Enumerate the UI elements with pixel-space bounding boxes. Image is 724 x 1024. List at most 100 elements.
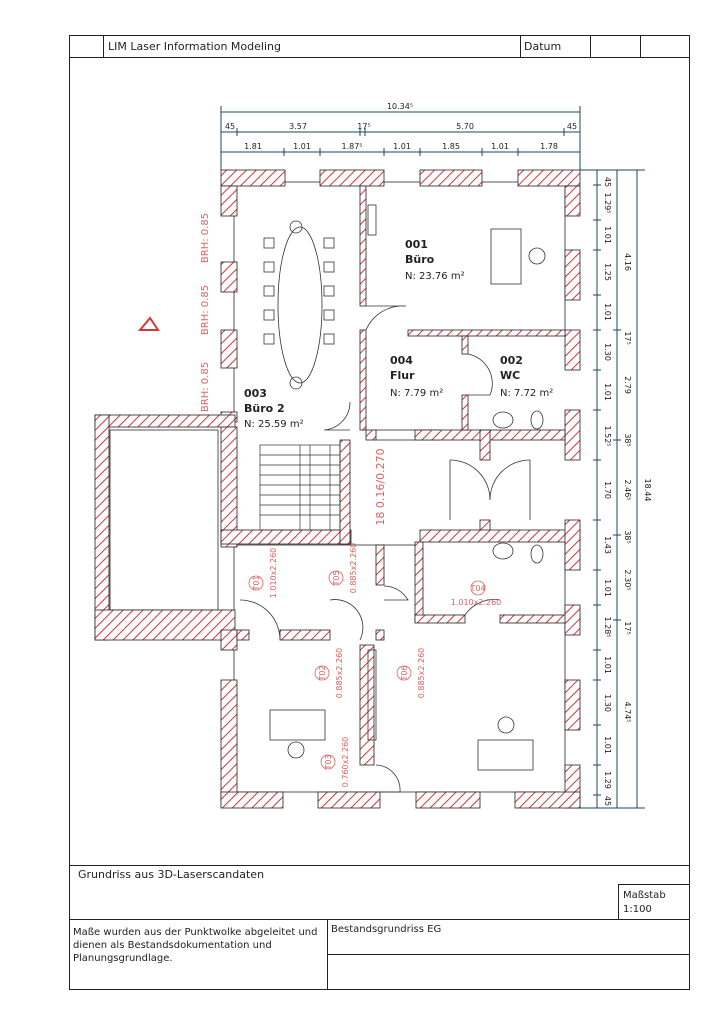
dim-right-mid: 4.16: [623, 253, 632, 271]
dim-right-inner: 1.01: [603, 736, 612, 754]
svg-text:T03: T03: [324, 754, 333, 770]
room-number: 004: [390, 354, 413, 367]
dim-top-3: 1.78: [540, 142, 558, 151]
dim-right-inner: 1.43: [603, 536, 612, 554]
drawing-title: Bestandsgrundriss EG: [331, 924, 442, 935]
header-col-line: [590, 35, 591, 57]
dim-right-inner: 45: [603, 796, 612, 806]
dim-top-2: 3.57: [289, 122, 307, 131]
door-tag: T02 0.885x2.260: [314, 648, 344, 699]
dim-right-inner: 1.25: [603, 263, 612, 281]
dim-right-inner: 1.30: [603, 343, 612, 361]
drawing-sheet: [69, 35, 690, 990]
room-number: 003: [244, 387, 267, 400]
svg-text:T01: T01: [252, 575, 261, 591]
dim-right-inner: 1.01: [603, 226, 612, 244]
dim-right-mid: 38⁵: [623, 433, 632, 446]
svg-text:0.760x2.260: 0.760x2.260: [341, 737, 350, 788]
header-col-line: [640, 35, 641, 57]
dim-right-inner: 1.28⁵: [603, 616, 612, 637]
dim-right-inner: 45: [603, 177, 612, 187]
dim-right-inner: 1.01: [603, 656, 612, 674]
door-tag: T05 0.885x2.260: [328, 543, 358, 594]
dim-right-mid: 2.46⁵: [623, 479, 632, 500]
stairs-label: 18 0.16/0.270: [374, 448, 387, 525]
date-label: Datum: [524, 40, 562, 53]
room-name: Büro 2: [244, 402, 285, 415]
company-name: LIM Laser Information Modeling: [108, 40, 281, 53]
dim-right-inner: 1.52⁵: [603, 425, 612, 446]
door-tag: T01 1.010x2.260: [248, 548, 278, 599]
header-col-line: [103, 35, 104, 57]
footer-divider: [69, 865, 690, 866]
door-tag: T03 0.760x2.260: [320, 737, 350, 788]
dim-top-2: 17⁵: [357, 122, 370, 131]
dim-top-3: 1.01: [293, 142, 311, 151]
svg-text:T05: T05: [332, 570, 341, 586]
dim-right-mid: 38⁵: [623, 530, 632, 543]
sill-height-label: BRH: 0.85: [200, 362, 211, 412]
scale-label: Maßstab: [623, 890, 666, 901]
north-arrow-icon: [137, 316, 160, 331]
dim-right-inner: 1.30: [603, 694, 612, 712]
room-area: N: 23.76 m²: [405, 271, 465, 282]
scale-value: 1:100: [623, 904, 652, 915]
room-name: WC: [500, 369, 520, 382]
header-col-line: [520, 35, 521, 57]
footer-row-line: [69, 919, 690, 920]
dim-right-inner: 1.01: [603, 579, 612, 597]
thin-lines: [109, 181, 566, 793]
dimension-lines-right: [580, 169, 645, 809]
footer-title: Grundriss aus 3D-Laserscandaten: [78, 868, 265, 881]
dim-total-width: 10.34⁵: [387, 102, 413, 111]
dim-right-inner: 1.29⁵: [603, 192, 612, 213]
room-area: N: 25.59 m²: [244, 419, 304, 430]
sill-height-label: BRH: 0.85: [200, 213, 211, 263]
sill-height-label: BRH: 0.85: [200, 285, 211, 335]
door-tag: T06 0.885x2.260: [396, 648, 426, 699]
header-divider: [69, 57, 690, 58]
svg-text:0.885x2.260: 0.885x2.260: [349, 543, 358, 594]
room-number: 001: [405, 238, 428, 251]
scale-box-left: [618, 884, 619, 919]
room-area: N: 7.72 m²: [500, 388, 553, 399]
furniture: [263, 204, 546, 771]
dim-top-2: 5.70: [456, 122, 474, 131]
dim-right-inner: 1.29: [603, 771, 612, 789]
dim-top-3: 1.81: [244, 142, 262, 151]
dim-right-mid: 2.79: [623, 376, 632, 394]
svg-text:0.885x2.260: 0.885x2.260: [417, 648, 426, 699]
dim-top-3: 1.85: [442, 142, 460, 151]
dim-right-inner: 17⁵: [623, 331, 632, 344]
svg-text:T06: T06: [400, 665, 409, 681]
svg-text:T04: T04: [469, 584, 485, 593]
door-swings: [239, 305, 531, 793]
dim-top-3: 1.01: [393, 142, 411, 151]
dim-top-3: 1.87⁵: [341, 142, 362, 151]
scale-box-top: [618, 884, 690, 885]
door-tag: T04 1.010x2.260: [451, 580, 502, 607]
room-number: 002: [500, 354, 523, 367]
dim-right-total: 18.44: [643, 479, 652, 502]
svg-text:0.885x2.260: 0.885x2.260: [335, 648, 344, 699]
svg-text:T02: T02: [318, 665, 327, 681]
dim-top-2: 45: [567, 122, 577, 131]
dim-right-inner: 1.01: [603, 383, 612, 401]
svg-text:1.010x2.260: 1.010x2.260: [451, 598, 502, 607]
room-area: N: 7.79 m²: [390, 388, 443, 399]
stairs: [259, 444, 341, 531]
dim-right-mid: 2.30⁵: [623, 569, 632, 590]
dim-right-mid: 4.74⁵: [623, 701, 632, 722]
dim-top-2: 45: [225, 122, 235, 131]
dim-right-inner: 1.70: [603, 481, 612, 499]
dim-top-3: 1.01: [491, 142, 509, 151]
dim-right-inner: 17⁵: [623, 621, 632, 634]
footer-note: Maße wurden aus der Punktwolke abgeleite…: [73, 927, 318, 964]
footer-row-line: [327, 954, 690, 955]
svg-text:1.010x2.260: 1.010x2.260: [269, 548, 278, 599]
room-name: Flur: [390, 369, 415, 382]
dim-right-inner: 1.01: [603, 303, 612, 321]
room-name: Büro: [405, 253, 435, 266]
walls: [94, 169, 581, 809]
